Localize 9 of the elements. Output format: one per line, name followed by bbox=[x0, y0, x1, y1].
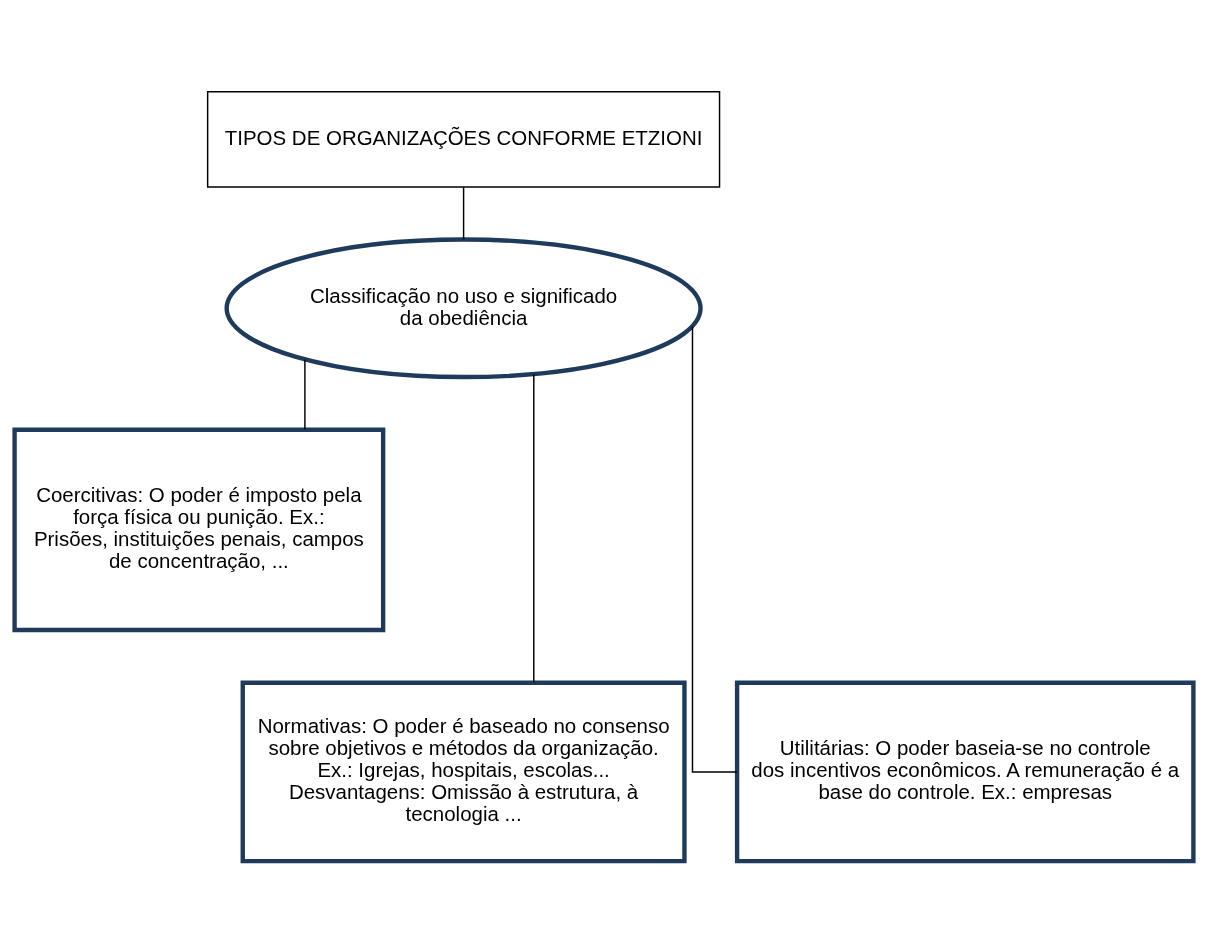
node-box: Coercitivas: O poder é imposto pela força física ou punição. Ex.: Prisões, instituições penais, campos de concentração, ... bbox=[12, 427, 386, 632]
connector bbox=[691, 325, 738, 773]
connector bbox=[462, 186, 465, 240]
connector bbox=[304, 358, 306, 430]
node-ellipse: Classificação no uso e significado da obediência bbox=[224, 236, 703, 379]
node-box: Utilitárias: O poder baseia-se no controle dos incentivos econômicos. A remuneração é a base do controle. Ex.: empresas bbox=[734, 680, 1196, 863]
node-box: TIPOS DE ORGANIZAÇÕES CONFORME ETZIONI bbox=[206, 90, 721, 188]
node-box: Normativas: O poder é baseado no consenso sobre objetivos e métodos da organização. Ex.: Igrejas, hospitais, escolas... Desvantagens: Omissão à estrutura, à tecnologia ... bbox=[240, 680, 687, 863]
connector bbox=[533, 373, 535, 683]
